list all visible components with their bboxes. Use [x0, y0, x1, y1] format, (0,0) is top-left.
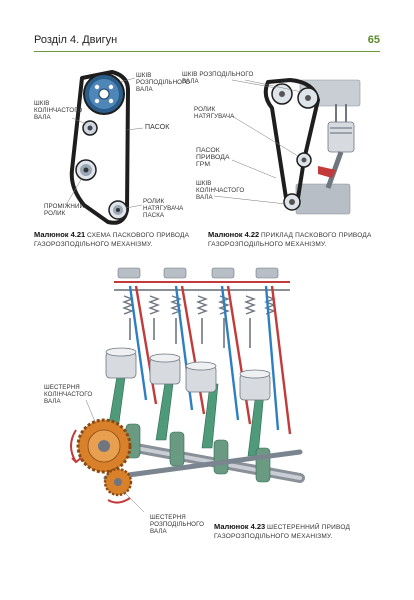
camshaft-gear	[105, 469, 131, 495]
fig23-caption: Малюнок 4.23 Шестеренний привод газорозп…	[214, 522, 376, 541]
fig23-caption-number: Малюнок 4.23	[214, 522, 265, 531]
crankshaft-gear	[78, 420, 130, 472]
pistons	[106, 348, 270, 400]
fig23-label-crank-gear: Шестерня колінчастого вала	[44, 384, 106, 405]
fig23-label-cam-gear: Шестерня розподільного вала	[150, 514, 206, 535]
